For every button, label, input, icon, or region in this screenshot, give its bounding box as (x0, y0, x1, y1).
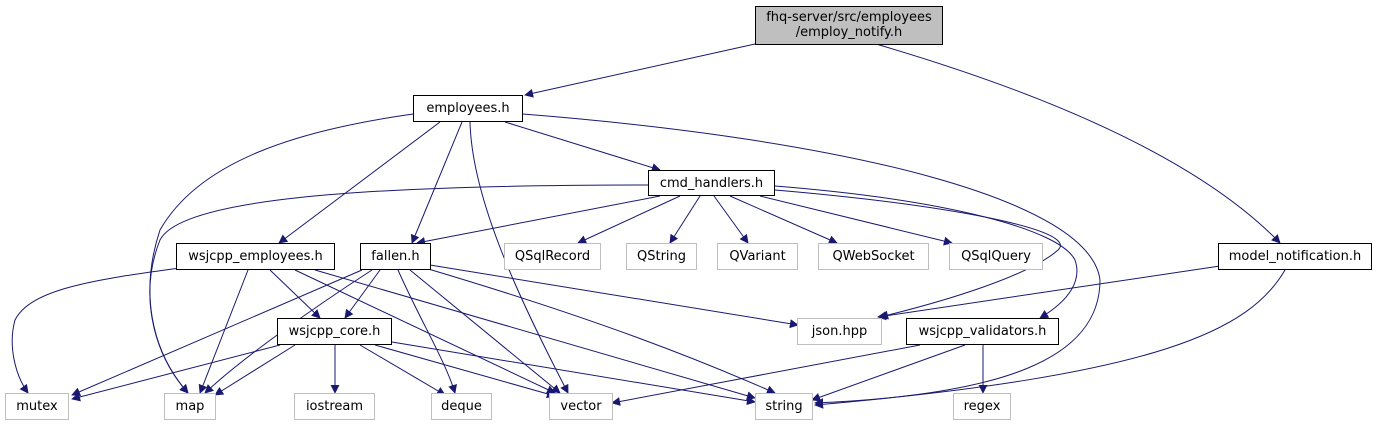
node-json-hpp[interactable]: json.hpp (797, 318, 882, 345)
node-employees-h[interactable]: employees.h (413, 95, 523, 122)
edge-root-employees (524, 43, 756, 98)
node-model-notification-h[interactable]: model_notification.h (1218, 243, 1372, 270)
edge-cmd-qsqlquery (759, 195, 953, 246)
edge-wsemp-map (198, 269, 249, 394)
node-qstring[interactable]: QString (626, 243, 697, 270)
node-fallen-h[interactable]: fallen.h (360, 243, 431, 270)
edge-fallen-json (429, 264, 799, 329)
node-qsqlquery[interactable]: QSqlQuery (949, 243, 1043, 270)
edge-fallen-vector (409, 269, 561, 394)
edge-fallen-mutex (71, 269, 363, 396)
edge-cmd-qvariant (713, 195, 749, 244)
node-label: deque (441, 399, 482, 414)
edge-cmd-map (149, 184, 649, 394)
node-label: wsjcpp_core.h (288, 324, 381, 339)
edge-employees-cmd-handlers (504, 121, 661, 172)
node-qwebsocket[interactable]: QWebSocket (818, 243, 929, 270)
node-employ-notify-h[interactable]: fhq-server/src/employees /employ_notify.… (755, 6, 943, 45)
node-label: mutex (16, 399, 58, 414)
node-wsjcpp-core-h[interactable]: wsjcpp_core.h (277, 318, 392, 345)
node-label: vector (560, 399, 602, 414)
edge-cmd-fallen (416, 195, 661, 246)
node-label: map (175, 399, 205, 414)
node-label: cmd_handlers.h (659, 175, 764, 191)
edge-core-deque (359, 344, 446, 396)
edge-employees-wsjcpp-employees (278, 121, 441, 244)
node-label: model_notification.h (1228, 249, 1362, 264)
edge-validators-vector (611, 344, 921, 406)
node-mutex[interactable]: mutex (5, 393, 69, 420)
edge-wsemp-vector (294, 269, 556, 394)
node-label: fallen.h (371, 249, 420, 264)
edge-validators-string (811, 344, 966, 402)
node-iostream[interactable]: iostream (294, 393, 375, 420)
node-wsjcpp-employees-h[interactable]: wsjcpp_employees.h (176, 243, 335, 270)
edge-core-mutex (71, 344, 281, 402)
node-label: employees.h (426, 101, 510, 116)
edge-cmd-qwebsocket (729, 195, 838, 244)
edge-fallen-core (344, 269, 381, 319)
node-label: json.hpp (811, 324, 868, 339)
node-label: QSqlQuery (961, 249, 1031, 264)
node-qvariant[interactable]: QVariant (717, 243, 798, 270)
node-vector[interactable]: vector (549, 393, 613, 420)
node-label-line2: /employ_notify.h (795, 25, 903, 40)
node-label: QVariant (729, 249, 786, 264)
node-label: string (765, 399, 803, 414)
node-label: regex (963, 399, 1001, 414)
edge-model-json (877, 265, 1221, 321)
edge-wsemp-mutex (11, 267, 181, 394)
node-label: QString (636, 249, 687, 264)
edge-wsemp-string (314, 269, 756, 401)
edge-wsemp-core (269, 269, 321, 319)
node-label: QSqlRecord (514, 249, 591, 264)
edge-core-string (391, 341, 756, 406)
node-qsqlrecord[interactable]: QSqlRecord (504, 243, 601, 270)
node-label-line1: fhq-server/src/employees (766, 10, 932, 25)
node-deque[interactable]: deque (431, 393, 492, 420)
node-label: wsjcpp_validators.h (918, 324, 1047, 339)
node-label: QWebSocket (832, 249, 915, 264)
edge-core-vector (374, 344, 556, 399)
node-label: iostream (305, 399, 364, 414)
edge-cmd-qsqlrecord (577, 195, 681, 244)
edge-model-string (814, 269, 1286, 409)
node-cmd-handlers-h[interactable]: cmd_handlers.h (648, 170, 775, 196)
node-map[interactable]: map (164, 393, 216, 420)
node-wsjcpp-validators-h[interactable]: wsjcpp_validators.h (906, 318, 1059, 345)
node-regex[interactable]: regex (953, 393, 1011, 420)
edge-fallen-string (424, 267, 776, 394)
node-label: wsjcpp_employees.h (188, 249, 323, 264)
node-string[interactable]: string (755, 393, 813, 420)
edge-core-map (214, 344, 296, 396)
edge-employees-vector (469, 121, 569, 394)
edge-cmd-qstring (669, 195, 701, 244)
edge-cmd-wsjcpp-validators (774, 185, 1078, 319)
edge-employees-fallen (410, 121, 463, 244)
edge-root-model-notification (875, 43, 1281, 244)
edge-fallen-deque (397, 269, 457, 394)
